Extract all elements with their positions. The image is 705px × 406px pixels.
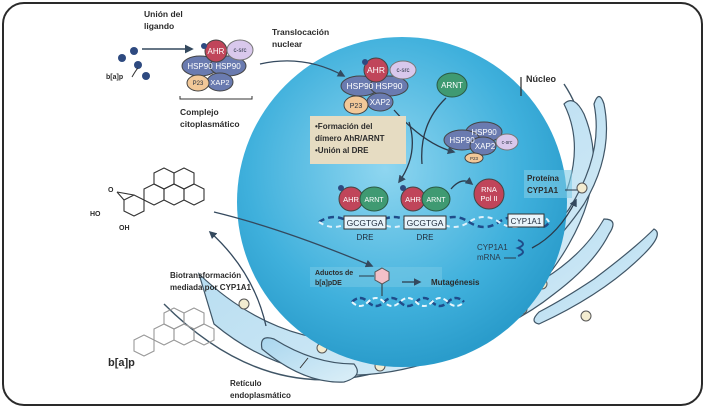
- hydroxyl-label: OH: [119, 225, 130, 232]
- info-box: [310, 116, 406, 164]
- protein-label-2: CYP1A1: [527, 186, 559, 195]
- mrna-strand: [515, 239, 524, 257]
- ribosome-icon: [238, 298, 250, 310]
- complex-label-1: Complejo: [180, 107, 219, 117]
- hsp90-label: HSP90: [187, 62, 213, 71]
- mrna-label-1: CYP1A1: [477, 243, 508, 252]
- ligand-binding-label-2: ligando: [144, 21, 174, 31]
- er-label-2: endoplasmático: [230, 391, 291, 400]
- protein-label-1: Proteína: [527, 174, 560, 183]
- rna-pol-label-2: Pol II: [480, 194, 497, 203]
- ahr-label: AHR: [405, 195, 421, 204]
- hydroxyl-label: HO: [90, 211, 101, 218]
- adducts-label-1: Aductos de: [315, 270, 353, 277]
- dre-sequence: GCGTGA: [347, 218, 384, 228]
- bap-diol-epoxide-structure: [116, 167, 205, 217]
- hsp90-label: HSP90: [471, 128, 497, 137]
- dna-damaged: [351, 296, 465, 308]
- info-line-1: •Formación del: [315, 122, 372, 131]
- bap-label: b[a]p: [108, 357, 135, 369]
- p23-label: P23: [470, 156, 479, 161]
- rna-pol-ii: [473, 178, 505, 210]
- xap2-label: XAP2: [210, 78, 229, 87]
- xap2-label: XAP2: [475, 142, 496, 151]
- nucleus-label: Núcleo: [526, 74, 557, 84]
- nuclear-complex: AHR c-src HSP90 HSP90 XAP2 P23: [340, 57, 417, 115]
- mutagenesis-label: Mutagénesis: [431, 278, 480, 287]
- protein-box: [524, 170, 572, 198]
- xap2-label: XAP2: [370, 98, 391, 107]
- csrc-label: c-src: [397, 68, 410, 74]
- info-line-3: •Unión al DRE: [315, 146, 369, 155]
- p23-label: P23: [193, 81, 204, 87]
- hsp90-label: HSP90: [347, 81, 374, 91]
- translocation-label-1: Translocación: [272, 27, 329, 37]
- dre-box: [343, 215, 387, 230]
- arnt-label: ARNT: [441, 81, 463, 90]
- arnt-protein: [436, 72, 468, 98]
- adduct-icon: [374, 267, 390, 285]
- er-label-1: Retículo: [230, 379, 262, 388]
- translocation-label-2: nuclear: [272, 39, 303, 49]
- adducts-label-2: b[a]pDE: [315, 280, 342, 287]
- released-complex: HSP90 HSP90 XAP2 P23 c-src: [443, 121, 519, 164]
- ligand-label: b[a]p: [106, 74, 123, 81]
- ahr-label: AHR: [367, 65, 385, 75]
- hsp90-label: HSP90: [215, 62, 241, 71]
- hsp90-label: HSP90: [449, 136, 475, 145]
- bap-structure: [133, 307, 215, 357]
- ligand-binding-label-1: Unión del: [144, 9, 183, 19]
- rna-pol-label-1: RNA: [481, 185, 497, 194]
- p23-label: P23: [350, 103, 363, 110]
- gene-label: CYP1A1: [511, 217, 542, 226]
- info-line-2: dímero AhR/ARNT: [315, 134, 385, 143]
- ahr-pathway-diagram: Núcleo b[a]p Unión del ligando AHR c-src…: [90, 9, 658, 400]
- ahr-label: AHR: [343, 195, 359, 204]
- csrc-label: c-src: [502, 140, 513, 146]
- dre-box: [403, 215, 447, 230]
- biotransformation-label-1: Biotransformación: [170, 271, 241, 280]
- epoxide-oxygen: O: [108, 187, 114, 194]
- hsp90-label: HSP90: [376, 81, 403, 91]
- csrc-label: c-src: [234, 48, 247, 54]
- mrna-label-2: mRNA: [477, 253, 501, 262]
- arnt-label: ARNT: [426, 197, 446, 204]
- ahr-label: AHR: [208, 47, 225, 56]
- ligand-molecules: [118, 47, 150, 80]
- dre-sequence: GCGTGA: [407, 218, 444, 228]
- dre-label: DRE: [417, 233, 434, 242]
- biotransformation-label-2: mediada por CYP1A1: [170, 283, 251, 292]
- dre-label: DRE: [357, 233, 374, 242]
- ribosome-icon: [580, 310, 592, 322]
- complex-label-2: citoplasmático: [180, 119, 240, 129]
- cytoplasmic-complex: AHR c-src HSP90 HSP90 XAP2 P23: [179, 39, 254, 100]
- gene-box: [507, 213, 545, 228]
- ribosome-icon: [576, 182, 588, 194]
- arnt-label: ARNT: [364, 197, 384, 204]
